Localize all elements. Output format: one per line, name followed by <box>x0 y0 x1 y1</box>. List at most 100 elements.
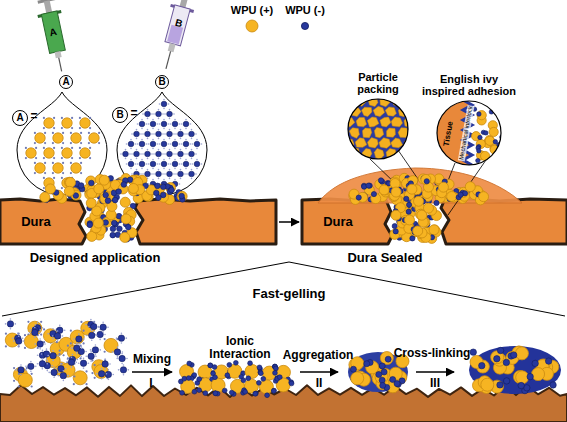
wpu-minus-particle <box>74 345 80 351</box>
charge-dot <box>37 354 39 356</box>
charge-dot <box>170 123 172 125</box>
wpu-minus-particle <box>39 361 45 367</box>
wpu-plus-particle <box>70 330 84 344</box>
charge-dot <box>158 158 160 160</box>
wpu-plus-particle <box>404 215 414 225</box>
wpu-minus-particle <box>111 220 117 226</box>
charge-dot <box>65 368 67 370</box>
wpu-plus-particle <box>429 225 439 235</box>
wpu-plus-particle <box>515 347 528 360</box>
zoom-circle: Particle packing <box>347 98 409 160</box>
charge-dot <box>71 127 73 129</box>
charge-dot <box>141 128 143 130</box>
charge-dot <box>31 385 33 387</box>
charge-dot <box>47 355 49 357</box>
charge-dot <box>152 179 154 181</box>
charge-dot <box>39 332 41 334</box>
charge-dot <box>121 342 123 344</box>
wpu-minus-particle <box>103 220 109 226</box>
charge-dot <box>96 373 98 375</box>
charge-dot <box>96 335 98 337</box>
wpu-minus-particle <box>406 209 411 214</box>
wpu-minus-particle <box>410 236 415 241</box>
charge-dot <box>56 341 58 343</box>
wpu-minus-particle <box>68 359 74 365</box>
charge-dot <box>24 347 26 349</box>
wpu-minus-particle <box>105 371 111 377</box>
charge-dot <box>130 159 132 161</box>
charge-dot <box>152 139 154 141</box>
charge-dot <box>147 158 149 160</box>
wpu-minus-particle <box>179 193 185 199</box>
text-label: III <box>430 377 440 390</box>
wpu-plus-particle <box>477 111 486 120</box>
charge-dot <box>73 338 75 340</box>
text-label: Dura Sealed <box>347 251 422 265</box>
wpu-plus-particle <box>71 133 81 143</box>
charge-dot <box>137 143 139 145</box>
charge-dot <box>52 328 54 330</box>
charge-dot <box>195 133 197 135</box>
charge-dot <box>186 173 188 175</box>
charge-dot <box>57 340 59 342</box>
wpu-minus-particle <box>92 347 98 353</box>
wpu-minus-particle <box>379 377 385 383</box>
syringe-b <box>154 0 197 72</box>
wpu-minus-particle <box>273 366 278 371</box>
packed-particle <box>347 98 354 106</box>
charge-dot <box>157 163 159 165</box>
charge-dot <box>169 138 171 140</box>
charge-dot <box>146 163 148 165</box>
charge-dot <box>136 158 138 160</box>
charge-dot <box>90 319 92 321</box>
charge-dot <box>58 372 60 374</box>
charge-dot <box>44 172 46 174</box>
legend-text: WPU (-) <box>285 5 325 16</box>
wpu-minus-particle <box>110 226 116 232</box>
charge-dot <box>78 343 80 345</box>
wpu-minus-particle <box>189 171 195 177</box>
wpu-plus-particle <box>94 184 104 194</box>
charge-dot <box>146 143 148 145</box>
charge-dot <box>180 129 182 131</box>
wpu-minus-particle <box>253 391 258 396</box>
drop-a <box>17 92 107 195</box>
charge-dot <box>147 129 149 131</box>
charge-dot <box>125 149 127 151</box>
wpu-minus-particle <box>32 329 38 335</box>
wpu-plus-particle <box>421 174 431 184</box>
letter-label: B <box>158 77 165 87</box>
charge-dot <box>140 133 142 135</box>
packed-particles <box>349 173 489 243</box>
wpu-minus-particle <box>213 391 218 396</box>
charge-dot <box>52 142 54 144</box>
charge-dot <box>191 178 193 180</box>
wpu-minus-particle <box>87 222 93 228</box>
wpu-minus-particle <box>366 183 371 188</box>
charge-dot <box>71 347 73 349</box>
wpu-plus-particle <box>497 106 502 115</box>
charge-dot <box>136 149 138 151</box>
charge-dot <box>169 158 171 160</box>
stage-separate <box>5 318 129 387</box>
wpu-minus-particle <box>248 361 253 366</box>
charge-dot <box>35 147 37 149</box>
wpu-minus-particle <box>120 367 126 373</box>
charge-dot <box>140 153 142 155</box>
packed-particle <box>356 118 367 127</box>
wpu-minus-particle <box>289 381 294 386</box>
packed-particle <box>391 117 402 127</box>
wpu-plus-particle <box>447 191 457 201</box>
charge-dot <box>175 173 177 175</box>
legend-sample-plus <box>246 20 258 32</box>
charge-dot <box>179 123 181 125</box>
wpu-plus-particle <box>532 368 545 381</box>
wpu-minus-particle <box>213 391 218 396</box>
zoom-circle-shape <box>347 98 409 160</box>
charge-dot <box>76 342 78 344</box>
charge-dot <box>159 103 161 105</box>
charge-dot <box>42 327 44 329</box>
packed-particle <box>391 138 403 148</box>
wpu-minus-particle <box>125 224 131 230</box>
wpu-minus-particle <box>532 360 538 366</box>
